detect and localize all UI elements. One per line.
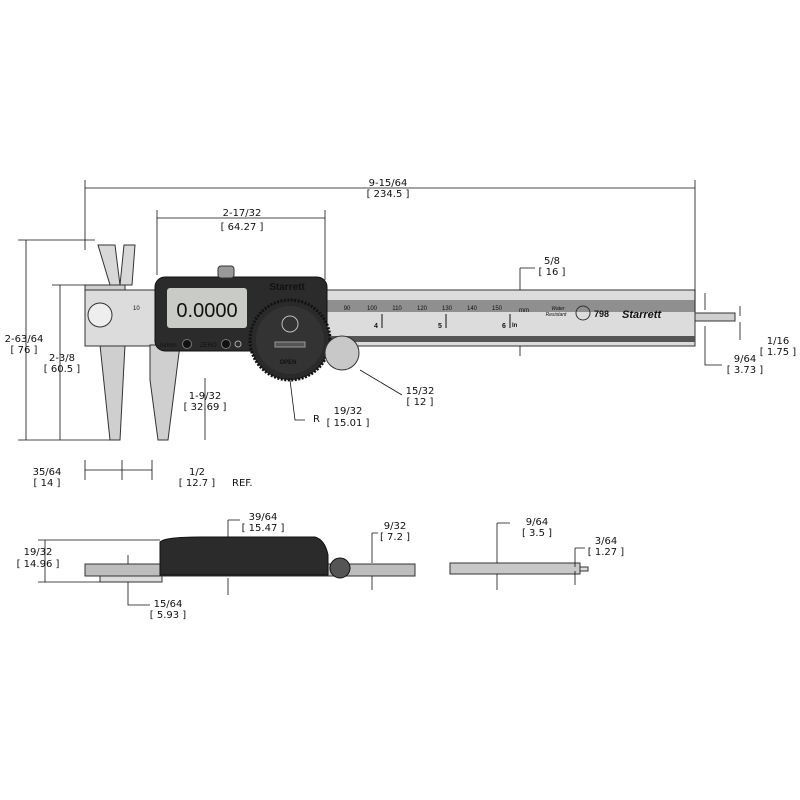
radius-in: 19/32 [334, 406, 363, 417]
radius-prefix: R [313, 414, 320, 425]
dimension-lines [18, 180, 741, 480]
mm-scale-label: 120 [417, 306, 428, 312]
jaw-depth-in: 2-3/8 [49, 353, 75, 364]
fixed-jaw-logo-icon [87, 302, 113, 328]
ref-note: REF. [232, 478, 253, 489]
inch-scale-label: 6 [502, 323, 506, 330]
power-icon [234, 340, 242, 348]
model-number: 798 [594, 309, 609, 319]
body-brand: Starrett [269, 282, 305, 293]
body-width-in: 2-17/32 [223, 208, 262, 219]
caliper-top-view: 10 0.0000 In/mm ZERO OPEN Starrett 90 100… [84, 244, 736, 441]
zero-label: ZERO [200, 343, 217, 349]
depth-rod-mm: [ 1.75 ] [760, 347, 797, 358]
beam-thickness-mm: [ 3.5 ] [522, 528, 552, 539]
overall-length-in: 9-15/64 [369, 178, 408, 189]
resistant-label: Resistant [546, 312, 567, 318]
inch-scale: 4 5 6 [374, 314, 511, 330]
rod-thickness-in: 3/64 [595, 536, 617, 547]
side-body [159, 536, 329, 576]
side-jaw [99, 575, 163, 583]
overall-height-in: 2-63/64 [5, 334, 44, 345]
open-label: OPEN [279, 360, 296, 366]
mm-scale-label: 90 [344, 306, 351, 312]
water-label: Water [551, 306, 565, 312]
side-depth-rod [579, 566, 589, 572]
upper-fixed-jaw [97, 244, 121, 286]
side-body-mm: [ 15.47 ] [242, 523, 285, 534]
jaw-width-in: 35/64 [33, 467, 62, 478]
upper-moving-jaw [119, 244, 136, 286]
beam-stripe [325, 336, 695, 342]
side-beam-end [449, 562, 581, 575]
body-width-mm: [ 64.27 ] [221, 222, 264, 233]
thumbwheel-in: 15/32 [406, 386, 435, 397]
side-jaw-in: 15/64 [154, 599, 183, 610]
body-to-tip-mm: [ 32.69 ] [184, 402, 227, 413]
mm-scale-band [325, 300, 695, 312]
beam-width-mm: [ 16 ] [539, 267, 566, 278]
inmm-label: In/mm [160, 343, 177, 349]
lock-screw [217, 265, 235, 279]
thumb-wheel[interactable] [324, 335, 360, 371]
depth-rod [694, 312, 736, 322]
mm-scale-label: 150 [492, 306, 503, 312]
thumbwheel-mm: [ 12 ] [407, 397, 434, 408]
overall-height-mm: [ 76 ] [11, 345, 38, 356]
jaw-width-mm: [ 14 ] [34, 478, 61, 489]
beam-width-in: 5/8 [544, 256, 560, 267]
inch-scale-label: 5 [438, 323, 442, 330]
mm-scale: 90 100 110 120 130 140 150 [344, 306, 503, 312]
in-unit: In [512, 323, 518, 329]
side-wheel-in: 9/32 [384, 521, 406, 532]
inmm-button[interactable] [182, 339, 192, 349]
coin-slot [274, 341, 306, 348]
inch-scale-label: 4 [374, 323, 378, 330]
mm-scale-label: 140 [467, 306, 478, 312]
side-wheel-mm: [ 7.2 ] [380, 532, 410, 543]
ref-width-mm: [ 12.7 ] [179, 478, 216, 489]
side-body-in: 39/64 [249, 512, 278, 523]
zero-button[interactable] [221, 339, 231, 349]
caliper-side-view [38, 519, 589, 606]
rod-offset-mm: [ 3.73 ] [727, 365, 764, 376]
ip67-beam-logo-icon [575, 305, 591, 321]
depth-rod-in: 1/16 [767, 336, 789, 347]
side-jaw-mm: [ 5.93 ] [150, 610, 187, 621]
rod-thickness-mm: [ 1.27 ] [588, 547, 625, 558]
scale-label: 10 [133, 306, 140, 312]
radius-mm: [ 15.01 ] [327, 418, 370, 429]
moving-jaw [149, 344, 181, 441]
lcd-screen [167, 288, 247, 328]
jaw-depth-mm: [ 60.5 ] [44, 364, 81, 375]
beam-thickness-in: 9/64 [526, 517, 548, 528]
mm-unit: mm [519, 308, 529, 314]
side-overall-in: 19/32 [24, 547, 53, 558]
mm-scale-label: 130 [442, 306, 453, 312]
rod-offset-in: 9/64 [734, 354, 756, 365]
body-to-tip-in: 1-9/32 [189, 391, 221, 402]
side-thumb-wheel [329, 557, 351, 579]
beam-brand: Starrett [622, 309, 662, 321]
overall-length-mm: [ 234.5 ] [367, 189, 410, 200]
mm-scale-label: 110 [392, 306, 402, 312]
side-overall-mm: [ 14.96 ] [17, 559, 60, 570]
ip67-logo-icon [281, 315, 299, 333]
lcd-readout: 0.0000 [176, 300, 237, 322]
dimension-labels: 9-15/64 [ 234.5 ] 2-17/32 [ 64.27 ] 5/8 … [5, 178, 797, 621]
mm-scale-label: 100 [367, 306, 378, 312]
ref-width-in: 1/2 [189, 467, 205, 478]
